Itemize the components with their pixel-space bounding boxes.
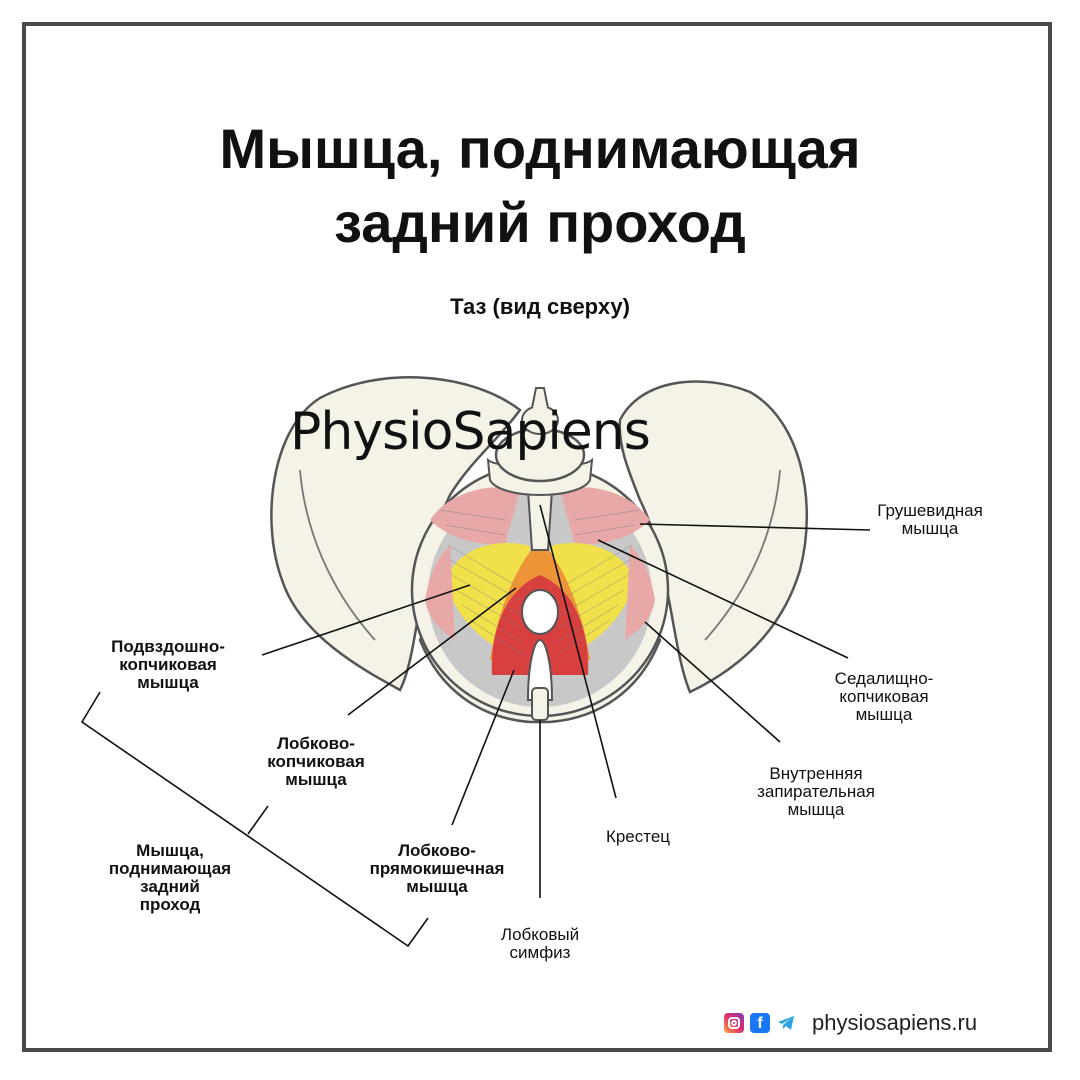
right-iliac-wing — [618, 380, 809, 694]
site-link[interactable]: physiosapiens.ru — [812, 1010, 978, 1035]
label-sacrum: Крестец — [605, 827, 671, 846]
telegram-icon[interactable] — [776, 1013, 796, 1033]
spinous-process — [531, 387, 549, 409]
leader-sacrum — [539, 504, 617, 799]
urogenital-opening — [526, 638, 554, 701]
levator-ani-bracket-tick — [247, 805, 269, 835]
rectal-opening — [521, 589, 559, 635]
facebook-icon[interactable]: f — [750, 1013, 770, 1033]
leader-piriformis — [639, 523, 871, 531]
muscle-pink-right — [560, 487, 650, 545]
instagram-icon[interactable] — [724, 1013, 744, 1033]
left-iliac-wing — [270, 376, 522, 692]
leader-pubococcygeus — [347, 587, 517, 716]
coccyx — [526, 489, 554, 551]
levator-ani-bracket — [80, 691, 429, 948]
muscle-pink-left — [430, 487, 520, 545]
physiosapiens-logo: PhysioSapiens — [290, 402, 651, 462]
leader-obturator — [644, 621, 781, 743]
leader-puborectalis — [451, 669, 515, 826]
pubic-symphysis-bone — [531, 687, 549, 721]
footer: f physiosapiens.ru — [724, 1010, 977, 1036]
leader-iliococcygeus — [261, 584, 471, 656]
figure-subtitle: Таз (вид сверху) — [450, 294, 630, 319]
page-title-line-1: Мышца, поднимающая — [219, 117, 861, 180]
page-title-line-2: задний проход — [334, 191, 746, 254]
leader-ischiococcygeus — [597, 539, 849, 659]
muscle-pink-side-left — [425, 545, 455, 640]
frame-border — [22, 22, 1052, 1052]
muscle-pink-side-right — [625, 545, 655, 640]
